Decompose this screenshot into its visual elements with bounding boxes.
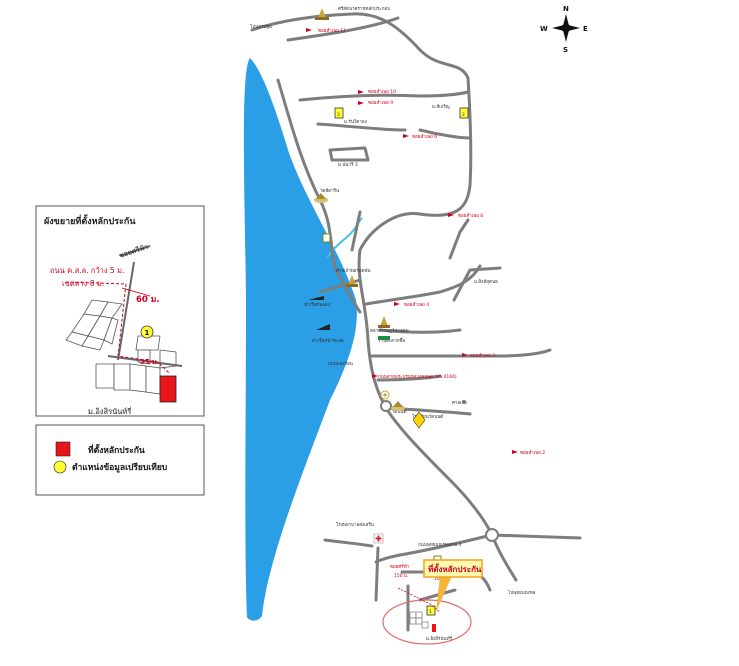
temple-icon-low	[391, 401, 405, 411]
compass-s: S	[563, 46, 568, 54]
road-main-label: ถนนสายพระบรมหลวงคมพุด (ทล.4166)	[378, 374, 457, 380]
legend-comparison-text: ตำแหน่งข้อมูลเปรียบเทียบ	[72, 462, 167, 473]
hospital-label: โรงพยาบาลส่งเสริม	[336, 521, 374, 528]
map-labels: ซอยสำเพย 11 ศรีสัตนาคราชหลักประกอบ ไปนคร…	[249, 6, 545, 642]
road-right-label: ไปพุทธมณฑล	[507, 590, 536, 596]
soi-10-label: ซอยสำเพย 10	[368, 88, 396, 95]
collateral-callout: ที่ตั้งหลักประกัน	[423, 559, 483, 612]
legend-box: ที่ตั้งหลักประกัน ตำแหน่งข้อมูลเปรียบเที…	[35, 424, 205, 496]
pier-icon-1	[308, 296, 324, 300]
shrine-2-icon	[462, 400, 466, 404]
inset-distance-1: 60 ม.	[136, 295, 160, 305]
legend-collateral-swatch	[55, 441, 71, 457]
temple-icon-market	[378, 316, 390, 328]
inset-collateral-parcel	[159, 375, 177, 403]
collateral-callout-text: ที่ตั้งหลักประกัน	[428, 563, 482, 574]
temple-mid-label: วัดสีดาริน	[320, 188, 339, 194]
pier-1-label: ท่าเรือต้นลอง	[304, 301, 330, 308]
hospital-icon	[373, 533, 384, 544]
pier-2-label: ท่าเรือหน้าชะออ	[312, 337, 344, 344]
inset-parcels	[65, 299, 177, 395]
inset-village-label: ม.อิงสิรนันท์รี่	[88, 406, 131, 416]
sea	[243, 58, 357, 621]
inset-easement-label: เขตทาง 8 ม.	[62, 279, 104, 288]
inset-marker-1	[140, 325, 154, 339]
shop-label: ร้านสะดวกซื้อ	[378, 337, 405, 344]
village-bottom-label: ม.อิงสิรนันท์รี่	[426, 635, 453, 642]
dist-150-label: 150 ม.	[394, 573, 408, 579]
compass-w: W	[540, 25, 548, 33]
soi-11-label: ซอยสำเพย 11	[318, 27, 346, 34]
legend-comparison-swatch	[53, 460, 67, 474]
legend-collateral-text: ที่ตั้งหลักประกัน	[88, 443, 145, 456]
map-marker-1-label: 1	[429, 609, 432, 615]
inset-road-label: ถนน ค.ส.ล. กว้าง 5 ม.	[50, 266, 124, 275]
soi-3-label: ซอยสำเพย 3	[470, 352, 495, 359]
temple-icon-top	[315, 8, 329, 20]
soi-si-label: ซอยศรีฟ้า	[390, 564, 410, 570]
village-a-label: ม.สีเจริญ	[432, 104, 450, 110]
shrine-label: ศาลเจ้าพ่อรอดพัน	[336, 268, 371, 274]
compass: N S E W	[540, 5, 588, 54]
roundabout-2	[485, 528, 499, 542]
map-marker-3-label: 3	[337, 112, 340, 118]
river-road-label: ถนนแจงร้อน	[328, 361, 353, 367]
inset-title: ผังขยายที่ตั้งหลักประกัน	[44, 214, 136, 227]
soi-6-label: ซอยสำเพย 6	[412, 133, 437, 140]
pier-icon-2	[316, 324, 330, 330]
map-marker-3	[334, 107, 344, 119]
top-left-label: ไปนครปฐม	[249, 24, 272, 30]
roundabout-1	[380, 400, 392, 412]
school-label: โรงเรียนวัดนนต์	[412, 413, 443, 420]
temple-low-label: วัดนนต์	[392, 408, 407, 415]
soi-4-label: ซอยสำเพย 4	[404, 301, 429, 308]
roads	[250, 12, 582, 632]
rest-icon	[380, 390, 390, 400]
soi-9-label: ซอยสำเพย 9	[368, 99, 393, 106]
market-label: ตลาดราษฎร์ท่าอุดม	[370, 327, 409, 334]
temple-icon-mid	[314, 193, 328, 203]
shop-icon	[378, 336, 390, 340]
school-icon	[412, 411, 426, 429]
road-bottom-label: ถนนพุทธมณฑลสาย 4	[418, 542, 462, 548]
compass-e: E	[583, 25, 588, 33]
map-marker-2	[459, 107, 469, 119]
fuel-icon-1	[322, 233, 331, 243]
inset-marker-1-label: 1	[145, 329, 150, 337]
shrine-2-label: ศาลเจ้า	[452, 400, 467, 406]
shrine-icon	[346, 275, 358, 287]
inset-box: ผังขยายที่ตั้งหลักประกัน ถนน ค	[35, 205, 205, 417]
map-marker-2-label: 2	[462, 112, 465, 118]
village-r-label: ม.รันวิดาลง	[344, 119, 367, 125]
compass-n: N	[563, 5, 569, 13]
inset-distance-2: 35 ม.	[140, 358, 159, 366]
collateral-area	[382, 587, 472, 645]
village-nk-label: ม.สิงห์สุคนธ	[474, 278, 498, 285]
soi-flags	[306, 28, 518, 454]
map-marker-1	[426, 605, 436, 616]
soi-2-label: ซอยสำเพย 2	[520, 449, 545, 456]
soi-8-label: ซอยสำเพย 8	[458, 212, 483, 219]
map-markers: 3 2 1	[334, 107, 469, 616]
village-n3-label: ม.นันวริ 3	[338, 162, 358, 168]
temple-top-label: ศรีสัตนาคราชหลักประกอบ	[338, 6, 390, 12]
